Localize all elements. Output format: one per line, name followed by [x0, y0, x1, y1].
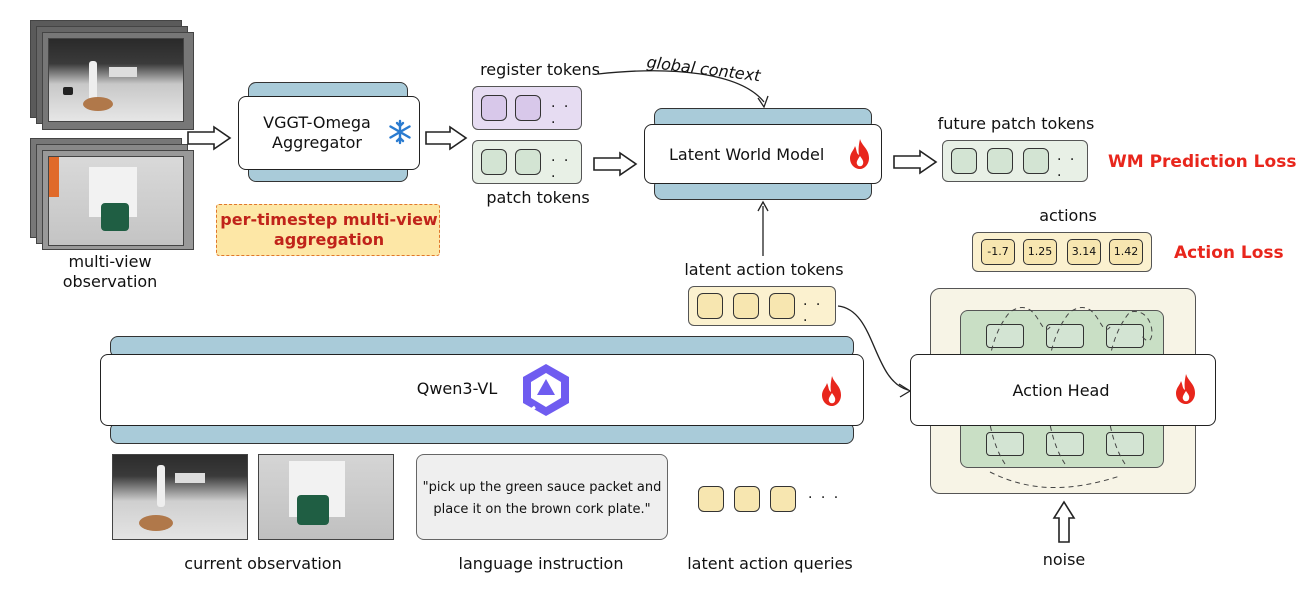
- latent-action-query-token: [698, 486, 724, 512]
- instruction-text: "pick up the green sauce packet and plac…: [422, 480, 662, 517]
- latent-action-token: [697, 293, 723, 319]
- future-patch-token-ellipsis: · · ·: [1057, 152, 1077, 184]
- flame-icon: [822, 376, 841, 406]
- patch-token: [481, 149, 507, 175]
- latent-action-token: [733, 293, 759, 319]
- action-value: -1.7: [981, 239, 1015, 265]
- arrow-icon: [425, 125, 468, 151]
- action-head-flow-loops: [986, 307, 1153, 488]
- wm-prediction-loss: WM Prediction Loss: [1108, 152, 1297, 172]
- future-patch-token: [987, 148, 1013, 174]
- arrow-icon: [593, 151, 638, 177]
- language-instruction-label: language instruction: [458, 554, 624, 573]
- latent-action-query-token: [734, 486, 760, 512]
- action-head-box: Action Head: [910, 354, 1216, 426]
- action-head-label: Action Head: [1012, 381, 1110, 400]
- action-head-slot: [986, 324, 1024, 348]
- current-observation-photo-1: [112, 454, 248, 540]
- register-tokens-group: · · ·: [472, 86, 582, 131]
- global-context-arrow: [597, 70, 769, 109]
- aggregation-note: per-timestep multi-view aggregation: [216, 204, 440, 256]
- latent-action-query-ellipsis: · · ·: [808, 490, 841, 506]
- patch-token-ellipsis: · · ·: [551, 153, 571, 185]
- instruction-box: "pick up the green sauce packet and plac…: [416, 454, 668, 540]
- latent-world-model-label: Latent World Model: [669, 145, 825, 164]
- register-token: [515, 95, 541, 121]
- latent-to-lwm-arrow: [757, 200, 769, 256]
- action-head-slot: [1046, 324, 1084, 348]
- aggregation-note-text: per-timestep multi-view aggregation: [220, 210, 438, 249]
- action-value: 1.25: [1023, 239, 1057, 265]
- current-observation-label: current observation: [184, 554, 342, 573]
- aggregator-label: VGGT-Omega Aggregator: [263, 113, 371, 152]
- noise-arrow-icon: [1052, 500, 1076, 543]
- actions-label: actions: [1039, 206, 1097, 225]
- qwen-logo-icon: [523, 364, 569, 416]
- qwen-box: Qwen3-VL: [100, 354, 864, 426]
- future-patch-token: [951, 148, 977, 174]
- future-patch-tokens-label: future patch tokens: [937, 114, 1095, 133]
- noise-label: noise: [1042, 550, 1086, 569]
- robot-photo-top: [48, 38, 184, 122]
- future-patch-tokens-group: · · ·: [942, 140, 1088, 184]
- action-value: 1.42: [1109, 239, 1143, 265]
- register-token: [481, 95, 507, 121]
- action-loss: Action Loss: [1174, 243, 1284, 263]
- latent-world-model-box: Latent World Model: [644, 124, 882, 184]
- flame-icon: [850, 139, 869, 169]
- multiview-observation-label: multi-view observation: [62, 252, 158, 291]
- latent-action-token: [769, 293, 795, 319]
- action-head-slot: [1106, 324, 1144, 348]
- aggregator-box: VGGT-Omega Aggregator: [238, 96, 420, 170]
- robot-photo-bottom: [48, 156, 184, 246]
- action-value: 3.14: [1067, 239, 1101, 265]
- latent-action-query-token: [770, 486, 796, 512]
- arrow-icon: [187, 125, 232, 151]
- future-patch-token: [1023, 148, 1049, 174]
- patch-token: [515, 149, 541, 175]
- latent-action-tokens-group: · · ·: [688, 286, 836, 329]
- latent-action-queries-label: latent action queries: [687, 554, 853, 573]
- snowflake-icon: [389, 119, 411, 145]
- latent-action-token-ellipsis: · · ·: [803, 297, 823, 329]
- patch-tokens-label: patch tokens: [486, 188, 590, 207]
- actions-group: -1.7 1.25 3.14 1.42: [972, 232, 1152, 272]
- qwen-label: Qwen3-VL: [416, 379, 498, 398]
- arrow-icon: [893, 149, 938, 175]
- register-tokens-label: register tokens: [480, 60, 600, 79]
- flame-icon: [1176, 374, 1195, 404]
- latent-action-tokens-label: latent action tokens: [684, 260, 844, 279]
- register-token-ellipsis: · · ·: [551, 99, 571, 131]
- patch-tokens-group: · · ·: [472, 140, 582, 185]
- current-observation-photo-2: [258, 454, 394, 540]
